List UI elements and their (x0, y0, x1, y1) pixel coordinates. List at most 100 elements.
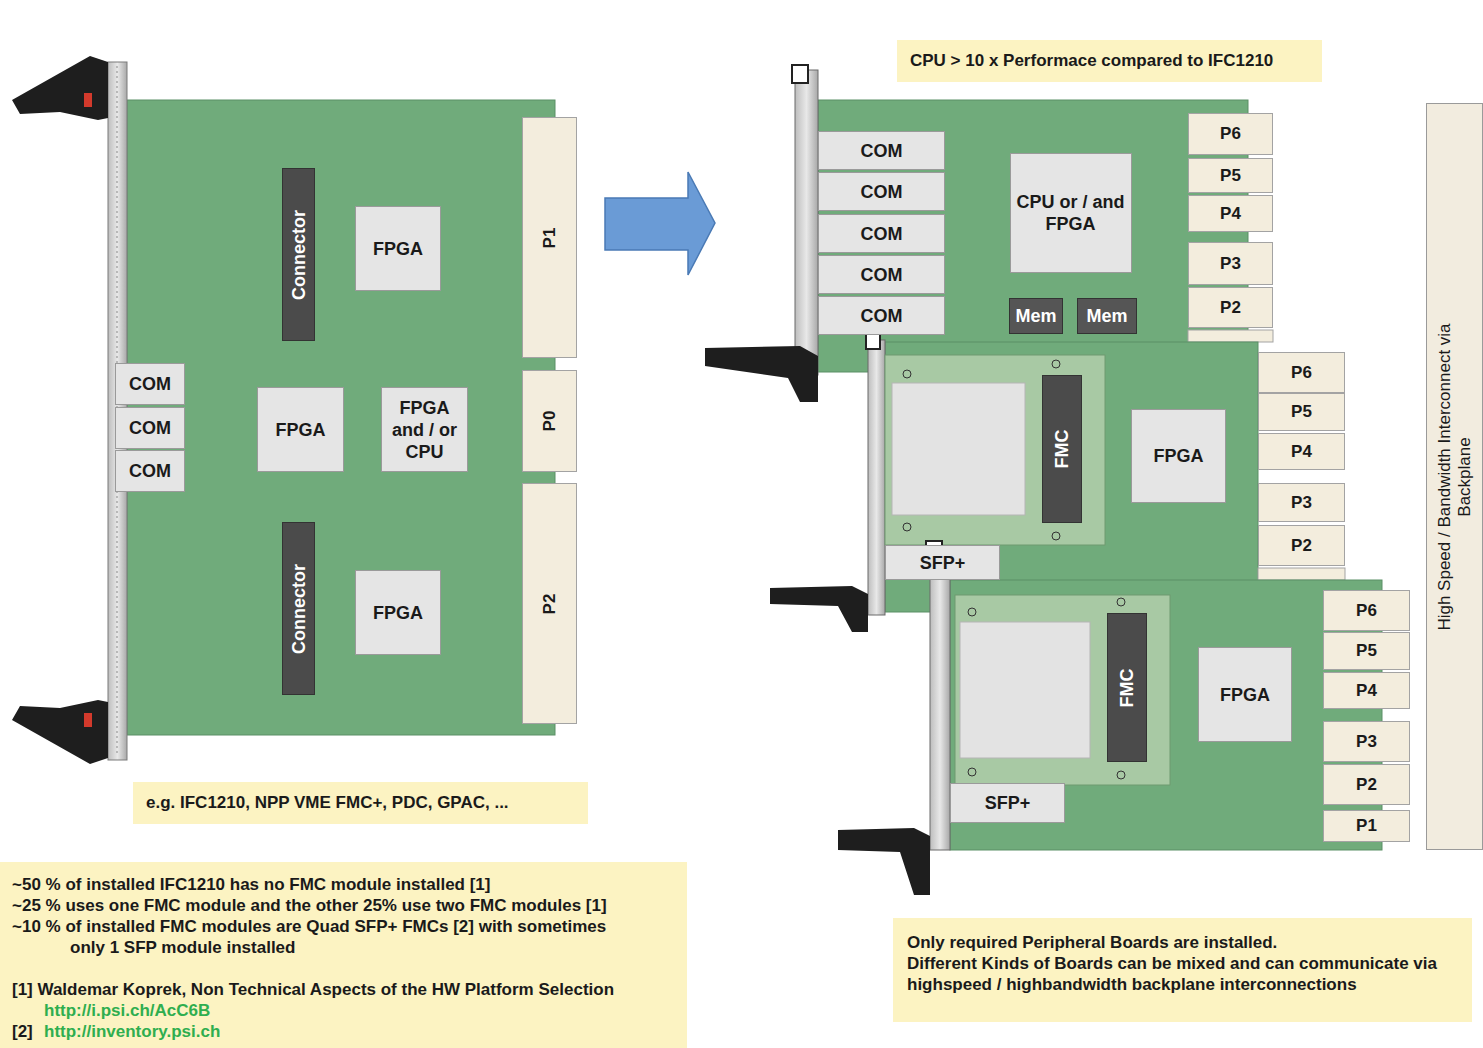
fmc-carrier-board-part (1258, 568, 1345, 580)
connector-label: P6 (1291, 362, 1312, 384)
chip-box: FPGA (1131, 409, 1226, 503)
connector-label: P1 (539, 227, 561, 248)
backplane-connector: P6 (1188, 113, 1273, 155)
note-box: CPU > 10 x Performace compared to IFC121… (897, 40, 1322, 82)
cpu-board-part (795, 70, 818, 375)
fmc-mezzanine-part (1052, 532, 1060, 540)
connector-label: P4 (1356, 680, 1377, 702)
fmc-mezzanine-part (955, 595, 1170, 785)
chip-label: COM (861, 305, 903, 327)
chip-label: COM (129, 417, 171, 439)
note-text: ~50 % of installed IFC1210 has no FMC mo… (12, 874, 490, 895)
fmc-carrier-board-part (930, 548, 950, 850)
backplane-connector: P5 (1323, 632, 1410, 670)
cpu-board-part (818, 100, 1248, 372)
fmc-mezzanine-part (885, 355, 1105, 545)
backplane-connector: P4 (1188, 195, 1273, 232)
ejector-handle-part (12, 56, 108, 120)
chip-label: COM (129, 460, 171, 482)
reference-link: http://i.psi.ch/AcC6B (44, 1000, 210, 1021)
chip-label: FPGA (373, 238, 423, 260)
backplane-connector: P3 (1188, 242, 1273, 285)
chip-box: COM (818, 172, 945, 211)
chip-label: SFP+ (985, 792, 1031, 814)
backplane-connector: P2 (1323, 764, 1410, 805)
connector-label: P3 (1220, 253, 1241, 275)
connector-label: Connector (288, 564, 310, 654)
backplane-connector: P1 (1323, 810, 1410, 842)
chip-box: COM (818, 131, 945, 170)
connector-label: P4 (1291, 441, 1312, 463)
note-text: [1] Waldemar Koprek, Non Technical Aspec… (12, 979, 614, 1000)
vme-board-part (127, 100, 555, 735)
chip-label: SFP+ (920, 552, 966, 574)
note-text: Only required Peripheral Boards are inst… (907, 932, 1277, 953)
chip-box: COM (818, 214, 945, 253)
chip-box: COM (818, 296, 945, 335)
chip-box: FPGA (355, 206, 441, 291)
chip-box: COM (115, 407, 185, 449)
fmc-mezzanine-part (903, 523, 911, 531)
backplane-connector: P3 (1323, 721, 1410, 762)
fmc-carrier-board-part (866, 333, 880, 349)
chip-label: COM (861, 223, 903, 245)
connector-label: P3 (1291, 492, 1312, 514)
fmc-carrier-board-part (950, 580, 1382, 850)
connector-label: P4 (1220, 203, 1241, 225)
note-text: ~25 % uses one FMC module and the other … (12, 895, 607, 916)
fmc-mezzanine-part (968, 608, 976, 616)
backplane-connector: P0 (522, 370, 577, 472)
fmc-mezzanine-part (1117, 771, 1125, 779)
note-box: e.g. IFC1210, NPP VME FMC+, PDC, GPAC, .… (133, 782, 588, 824)
ejector-handle (12, 56, 108, 764)
connector-label: FMC (1116, 668, 1138, 707)
backplane-connector: P5 (1258, 393, 1345, 431)
backplane-connector: P2 (1258, 525, 1345, 566)
cpu-board-part (705, 346, 818, 402)
note-text: e.g. IFC1210, NPP VME FMC+, PDC, GPAC, .… (146, 792, 509, 814)
fmc-carrier-board (838, 541, 1382, 895)
chip-box: FPGA (355, 570, 441, 655)
fmc-mezzanine-part (960, 622, 1090, 758)
reference-link: http://inventory.psi.ch (44, 1021, 220, 1042)
transition-arrow (605, 172, 715, 275)
ejector-handle-part (84, 93, 92, 107)
chip-box: SFP+ (885, 545, 1000, 580)
chip-box: CPU or / and FPGA (1010, 153, 1132, 273)
chip-label: COM (861, 264, 903, 286)
band-label: High Speed / Bandwidth Interconnect via … (1435, 312, 1475, 642)
fmc-mezzanine-part (892, 383, 1025, 515)
connector-bar: Connector (282, 168, 315, 341)
connector-label: P2 (1356, 774, 1377, 796)
connector-label: P5 (1356, 640, 1377, 662)
chip-box: COM (115, 450, 185, 492)
connector-label: P2 (1291, 535, 1312, 557)
chip-label: FPGA (275, 419, 325, 441)
connector-label: Connector (288, 210, 310, 300)
fmc-mezzanine-part (1117, 598, 1125, 606)
ejector-handle-part (12, 700, 108, 764)
chip-box: COM (115, 363, 185, 405)
chip-label: CPU or / and FPGA (1016, 191, 1126, 235)
connector-label: P6 (1220, 123, 1241, 145)
chip-box: FPGA (1198, 647, 1292, 742)
connector-label: FMC (1051, 430, 1073, 469)
note-box: ~50 % of installed IFC1210 has no FMC mo… (0, 862, 687, 1048)
fmc-mezzanine-part (968, 768, 976, 776)
note-text: CPU > 10 x Performace compared to IFC121… (910, 50, 1273, 72)
connector-bar: Connector (282, 522, 315, 695)
chip-label: FPGA and / or CPU (387, 397, 462, 463)
connector-label: P0 (539, 411, 561, 432)
note-box: Only required Peripheral Boards are inst… (893, 918, 1472, 1022)
chip-label: FPGA (1153, 445, 1203, 467)
cpu-board-part (792, 65, 808, 83)
memory-label: Mem (1086, 305, 1127, 327)
chip-box: COM (818, 255, 945, 294)
backplane-connector: P6 (1258, 352, 1345, 393)
memory-chip: Mem (1009, 298, 1062, 334)
backplane-connector: P4 (1323, 672, 1410, 709)
backplane-connector: P4 (1258, 433, 1345, 470)
backplane-connector: P1 (522, 117, 577, 358)
ejector-handle-part (84, 713, 92, 727)
